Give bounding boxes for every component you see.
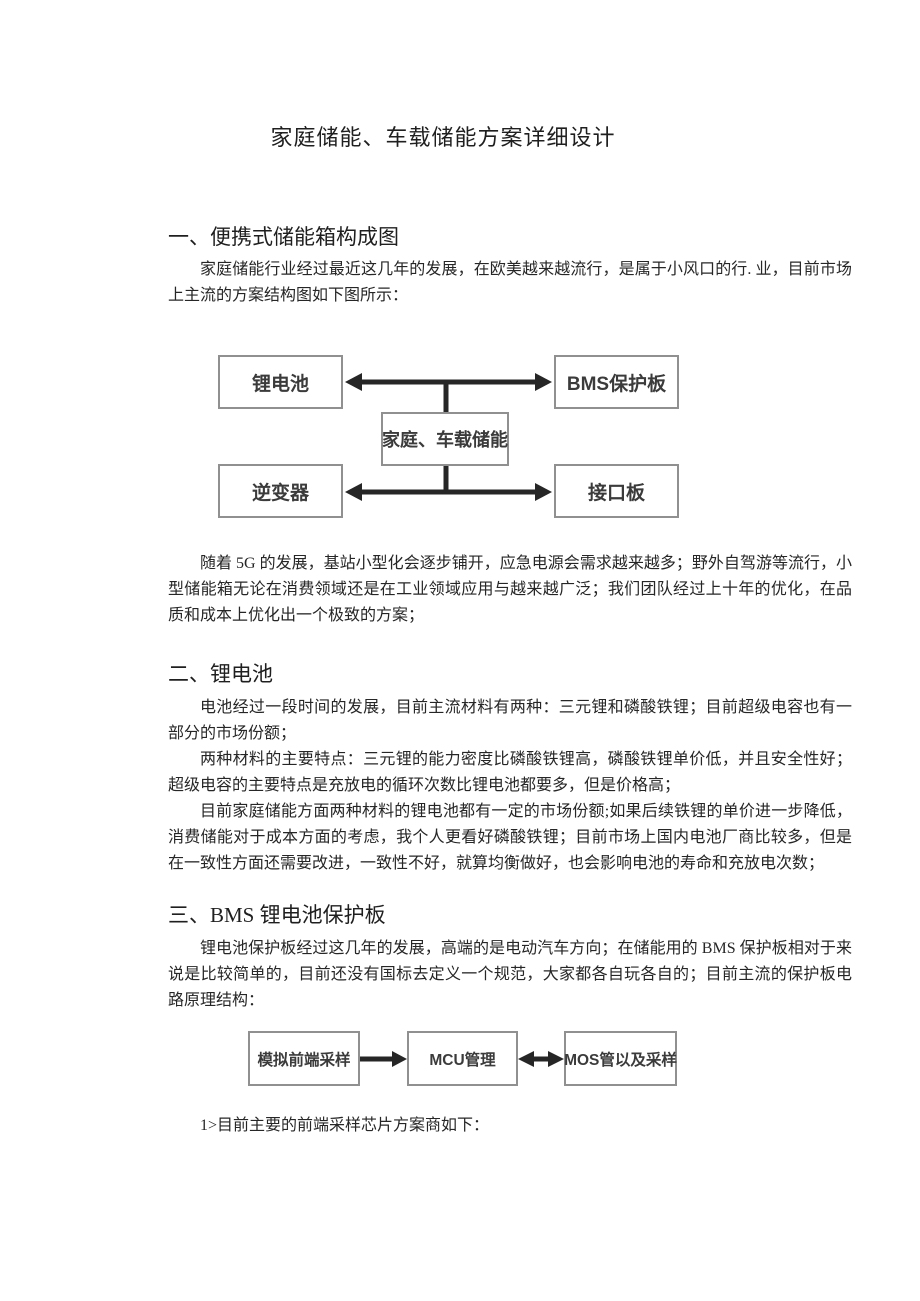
arrow-battery-bms-right-head — [535, 373, 552, 391]
storage-structure-diagram: 锂电池 BMS保护板 家庭、车载储能 逆变器 接口板 — [0, 340, 920, 540]
arrow-inverter-interface-right-head — [535, 483, 552, 501]
arrow-battery-bms-left-head — [345, 373, 362, 391]
arrow-mcu-mos-left-head — [518, 1051, 534, 1067]
bms-circuit-diagram: 模拟前端采样 MCU管理 MOS管以及采样 — [0, 1029, 920, 1089]
document-title: 家庭储能、车载储能方案详细设计 — [270, 125, 616, 150]
section-3-list-line: 1>目前主要的前端采样芯片方案商如下： — [168, 1113, 852, 1139]
arrow-mcu-mos-right-head — [548, 1051, 564, 1067]
arrow-inverter-interface-left-head — [345, 483, 362, 501]
paragraph: 随着 5G 的发展，基站小型化会逐步铺开，应急电源会需求越来越多；野外自驾游等流… — [168, 555, 852, 624]
diagram1-inverter-box: 逆变器 — [218, 464, 343, 518]
diagram1-center-box: 家庭、车载储能 — [381, 412, 509, 466]
paragraph: 目前家庭储能方面两种材料的锂电池都有一定的市场份额;如果后续铁锂的单价进一步降低… — [168, 803, 852, 872]
list-item: 1>目前主要的前端采样芯片方案商如下： — [200, 1117, 490, 1134]
section-3-paragraph: 锂电池保护板经过这几年的发展，高端的是电动汽车方向；在储能用的 BMS 保护板相… — [168, 936, 852, 1014]
diagram2-mos-box: MOS管以及采样 — [564, 1031, 677, 1086]
diagram2-afe-box: 模拟前端采样 — [248, 1031, 360, 1086]
section-2-heading: 二、锂电池 — [168, 662, 273, 686]
paragraph: 电池经过一段时间的发展，目前主流材料有两种：三元锂和磷酸铁锂；目前超级电容也有一… — [168, 699, 852, 742]
section-1-heading: 一、便携式储能箱构成图 — [168, 225, 399, 249]
diagram1-battery-box: 锂电池 — [218, 355, 343, 409]
diagram1-bms-box: BMS保护板 — [554, 355, 679, 409]
diagram2-mcu-box: MCU管理 — [407, 1031, 518, 1086]
diagram1-interface-box: 接口板 — [554, 464, 679, 518]
section-3-heading: 三、BMS 锂电池保护板 — [168, 903, 386, 927]
arrow-afe-mcu-head — [392, 1051, 407, 1067]
section-1-paragraph-2: 随着 5G 的发展，基站小型化会逐步铺开，应急电源会需求越来越多；野外自驾游等流… — [168, 551, 852, 629]
section-2-body: 电池经过一段时间的发展，目前主流材料有两种：三元锂和磷酸铁锂；目前超级电容也有一… — [168, 695, 852, 877]
diagram-arrows — [345, 373, 552, 501]
paragraph: 锂电池保护板经过这几年的发展，高端的是电动汽车方向；在储能用的 BMS 保护板相… — [168, 940, 852, 1009]
diagram-arrows — [360, 1051, 564, 1067]
section-1-paragraph: 家庭储能行业经过最近这几年的发展，在欧美越来越流行，是属于小风口的行. 业，目前… — [168, 257, 852, 309]
paragraph: 两种材料的主要特点：三元锂的能力密度比磷酸铁锂高，磷酸铁锂单价低，并且安全性好；… — [168, 751, 852, 794]
paragraph: 家庭储能行业经过最近这几年的发展，在欧美越来越流行，是属于小风口的行. 业，目前… — [168, 261, 852, 304]
